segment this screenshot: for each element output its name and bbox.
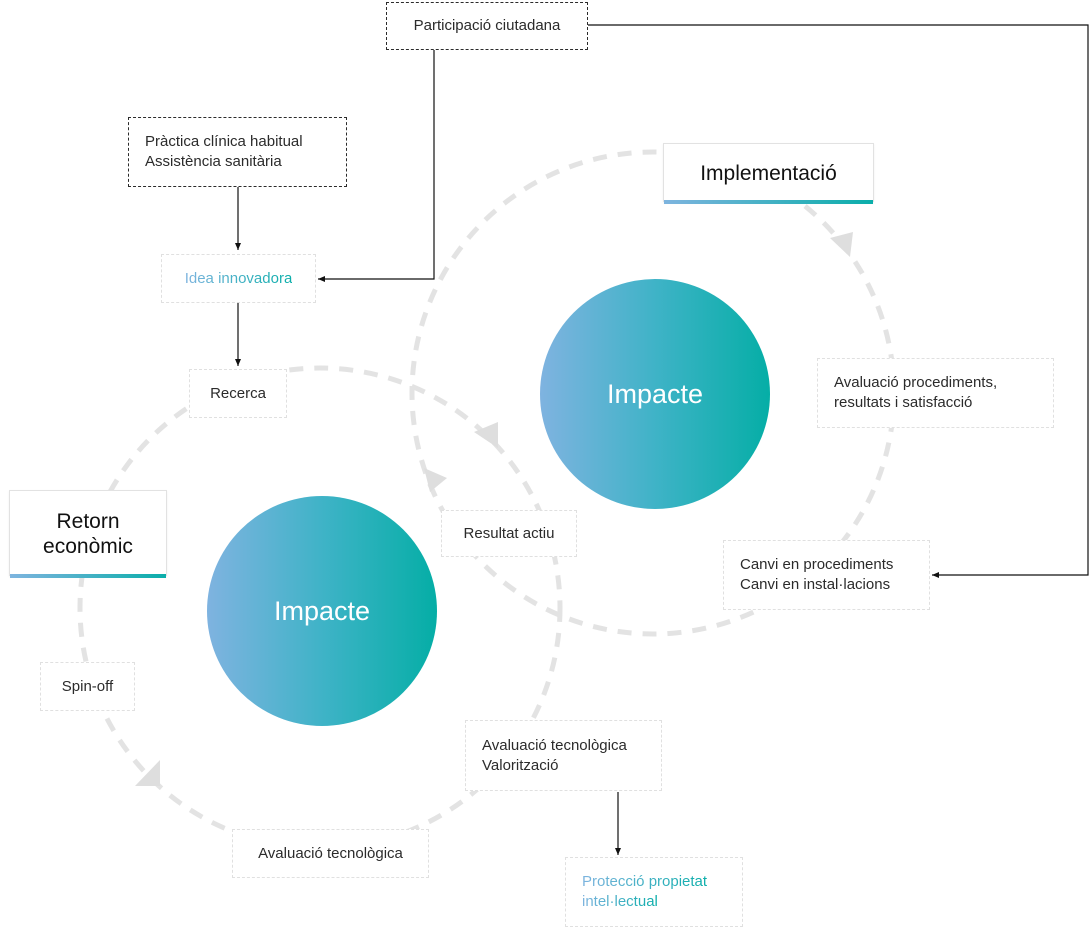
- implementacio-title: Implementació: [663, 143, 874, 204]
- avaluacio-procediments-line1: Avaluació procediments,: [834, 374, 998, 391]
- connector-participacio-canvi: [588, 24, 1089, 578]
- idea-innovadora-box: Idea innovadora: [161, 254, 316, 303]
- recerca-box: Recerca: [189, 369, 287, 418]
- resultat-actiu-label: Resultat actiu: [463, 524, 555, 542]
- avaluacio-tecnologica-box: Avaluació tecnològica: [232, 829, 429, 878]
- resultat-actiu-box: Resultat actiu: [441, 510, 577, 557]
- cycle-arrow-implementation: [830, 232, 853, 257]
- canvi-procediments-line2: Canvi en instal·lacions: [740, 576, 891, 593]
- impacte-label-bottom: Impacte: [273, 595, 371, 626]
- impacte-label-top: Impacte: [606, 378, 704, 409]
- canvi-procediments-box: Canvi en procediments Canvi en instal·la…: [723, 540, 930, 610]
- practica-clinica-line2: Assistència sanitària: [145, 153, 282, 170]
- practica-clinica-line1: Pràctica clínica habitual: [145, 133, 303, 150]
- impacte-circle-top: Impacte: [540, 279, 770, 509]
- retorn-title-line2: econòmic: [43, 534, 133, 558]
- participacio-ciutadana-box: Participació ciutadana: [386, 2, 588, 50]
- connector-participacio-idea: [318, 49, 435, 282]
- avaluacio-tecnologica-label: Avaluació tecnològica: [258, 844, 403, 862]
- canvi-procediments-line1: Canvi en procediments: [740, 556, 894, 573]
- practica-clinica-box: Pràctica clínica habitual Assistència sa…: [128, 117, 347, 187]
- avaluacio-valoritzacio-box: Avaluació tecnològica Valorització: [465, 720, 662, 791]
- spin-off-box: Spin-off: [40, 662, 135, 711]
- impacte-circle-bottom: Impacte: [207, 496, 437, 726]
- retorn-economic-title: Retorn econòmic: [9, 490, 167, 578]
- proteccio-propietat-line1: Protecció propietat: [582, 873, 708, 890]
- retorn-title-line1: Retorn: [56, 509, 120, 533]
- cycle-arrow-recerca: [474, 422, 498, 448]
- spin-off-label: Spin-off: [61, 677, 114, 695]
- avaluacio-procediments-line2: resultats i satisfacció: [834, 394, 973, 411]
- proteccio-propietat-line2: intel·lectual: [582, 893, 658, 910]
- avaluacio-procediments-box: Avaluació procediments, resultats i sati…: [817, 358, 1054, 428]
- avaluacio-valoritzacio-line1: Avaluació tecnològica: [482, 736, 627, 754]
- participacio-ciutadana-label: Participació ciutadana: [413, 17, 561, 34]
- proteccio-propietat-box: Protecció propietat intel·lectual: [565, 857, 743, 927]
- avaluacio-valoritzacio-line2: Valorització: [482, 756, 559, 774]
- cycle-arrow-resultat: [424, 468, 447, 492]
- cycle-arrow-spinoff: [135, 760, 160, 786]
- implementacio-title-text: Implementació: [700, 161, 837, 185]
- recerca-label: Recerca: [210, 384, 266, 402]
- idea-innovadora-label: Idea innovadora: [184, 269, 293, 287]
